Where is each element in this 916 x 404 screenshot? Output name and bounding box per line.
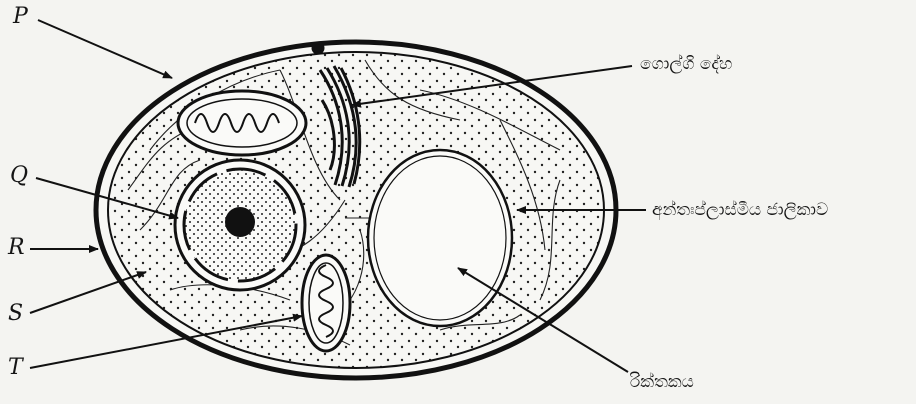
mitochondrion-bottom (302, 255, 350, 351)
label-endoplasmic-reticulum: අන්තඃප්ලාස්මීය ජාලිකාව (652, 200, 828, 220)
label-t: T (8, 355, 23, 380)
label-golgi-body: ගොල්ගි දේහ (640, 54, 732, 74)
label-p: P (13, 4, 28, 29)
nucleus (175, 160, 305, 290)
arrow-p (38, 20, 172, 78)
mitochondrion-top (178, 91, 306, 155)
label-r: R (8, 235, 25, 260)
label-q: Q (10, 163, 28, 188)
label-s: S (8, 301, 23, 326)
vacuole (368, 150, 512, 326)
label-vacuole: රික්තකය (630, 372, 694, 392)
